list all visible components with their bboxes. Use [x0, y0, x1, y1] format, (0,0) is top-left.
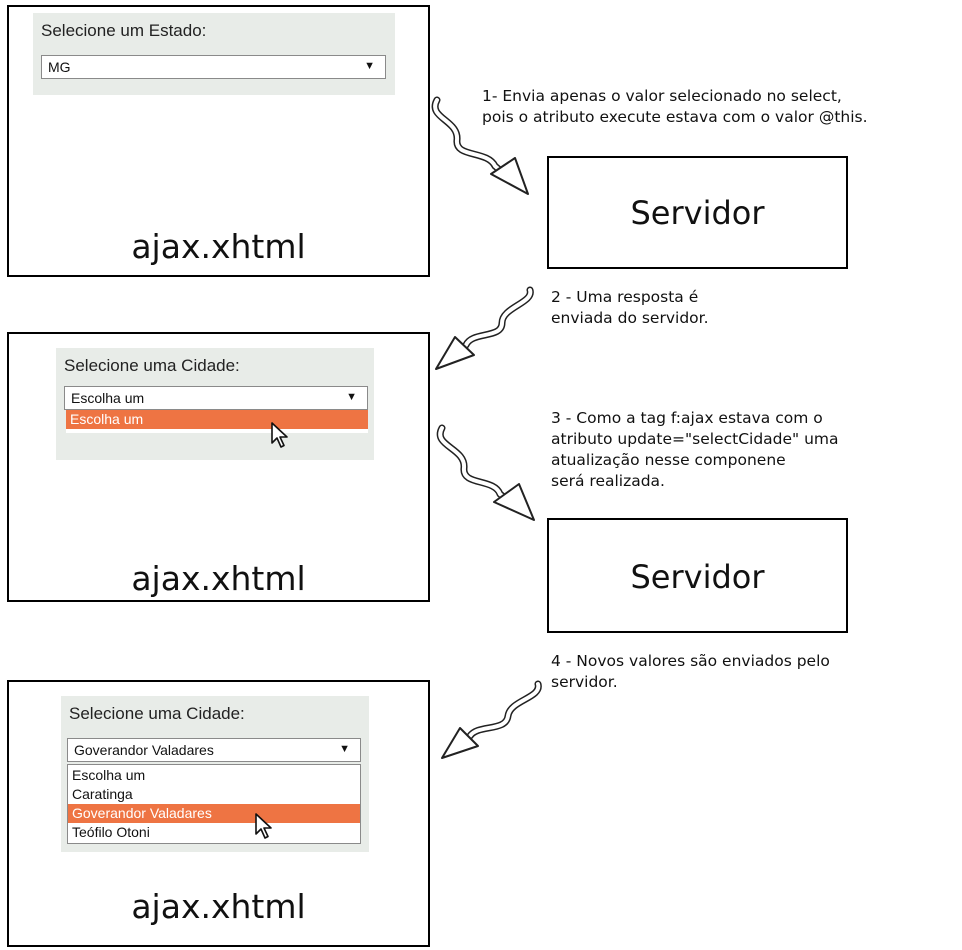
arrow-to-server-2 — [436, 424, 535, 521]
chevron-down-icon: ▼ — [364, 60, 375, 72]
arrow-from-server-2 — [441, 680, 542, 759]
step-2-note: 2 - Uma resposta é enviada do servidor. — [551, 288, 709, 327]
step-4-note: 4 - Novos valores são enviados pelo serv… — [551, 652, 830, 691]
page-name-label: ajax.xhtml — [131, 559, 306, 598]
city-select-value: Escolha um — [71, 390, 145, 406]
page-name-label: ajax.xhtml — [131, 887, 306, 926]
state-select[interactable]: MG ▼ — [41, 55, 386, 79]
chevron-down-icon: ▼ — [339, 743, 350, 755]
step-1-note: 1- Envia apenas o valor selecionado no s… — [482, 87, 868, 126]
page-frame-3: Selecione uma Cidade: Goverandor Valadar… — [7, 680, 430, 947]
city-option[interactable]: Teófilo Otoni — [72, 824, 150, 840]
city-option[interactable]: Escolha um — [72, 767, 146, 783]
state-select-value: MG — [48, 59, 71, 75]
city-select[interactable]: Escolha um ▼ — [64, 386, 368, 410]
city-select-label: Selecione uma Cidade: — [64, 356, 240, 375]
city-option[interactable]: Caratinga — [72, 786, 133, 802]
arrow-from-server-1 — [435, 286, 534, 370]
server-label: Servidor — [630, 194, 765, 232]
arrow-to-server-1 — [431, 96, 529, 195]
chevron-down-icon: ▼ — [346, 391, 357, 403]
city-dropdown: Escolha um Caratinga Goverandor Valadare… — [67, 764, 361, 844]
city-select-label: Selecione uma Cidade: — [69, 704, 245, 723]
city-option-selected[interactable]: Goverandor Valadares — [68, 804, 360, 823]
city-select-value: Goverandor Valadares — [74, 742, 214, 758]
mouse-pointer-icon — [255, 813, 272, 839]
state-select-panel: Selecione um Estado: MG ▼ — [33, 13, 395, 95]
mouse-pointer-icon — [271, 422, 288, 448]
server-box-1: Servidor — [547, 156, 848, 269]
city-dropdown: Escolha um — [66, 410, 368, 433]
state-select-label: Selecione um Estado: — [41, 21, 207, 40]
city-select-panel-1: Selecione uma Cidade: Escolha um ▼ Escol… — [56, 348, 374, 460]
page-frame-2: Selecione uma Cidade: Escolha um ▼ Escol… — [7, 332, 430, 602]
server-label: Servidor — [630, 558, 765, 596]
city-select-panel-2: Selecione uma Cidade: Goverandor Valadar… — [61, 696, 369, 852]
page-frame-1: Selecione um Estado: MG ▼ ajax.xhtml — [7, 5, 430, 277]
city-select[interactable]: Goverandor Valadares ▼ — [67, 738, 361, 762]
city-option[interactable]: Escolha um — [66, 410, 368, 429]
server-box-2: Servidor — [547, 518, 848, 633]
step-3-note: 3 - Como a tag f:ajax estava com o atrib… — [551, 409, 839, 490]
page-name-label: ajax.xhtml — [131, 227, 306, 266]
